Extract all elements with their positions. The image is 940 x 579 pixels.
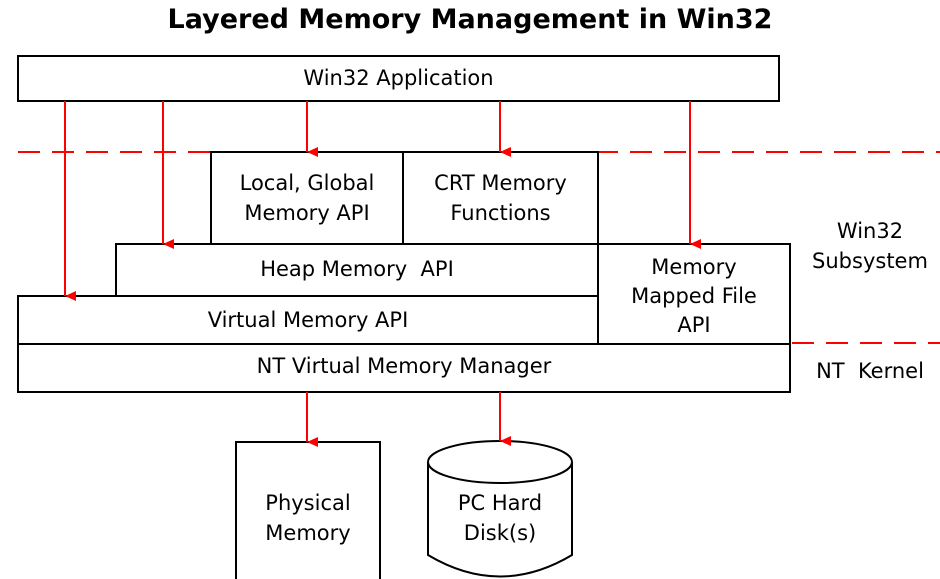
win32-subsystem-label: Win32 Subsystem — [800, 216, 940, 276]
hard-disk-label: PC Hard Disk(s) — [428, 488, 572, 548]
heap-api-label: Heap Memory API — [260, 257, 454, 281]
memory-mapped-file-line-3: API — [677, 313, 711, 337]
local-global-api-line-2: Memory API — [244, 201, 370, 225]
crt-memory-label: CRT Memory Functions — [403, 168, 598, 228]
crt-memory-line-1: CRT Memory — [434, 171, 567, 195]
hard-disk-cylinder — [427, 462, 573, 578]
local-global-api-label: Local, Global Memory API — [211, 168, 403, 228]
nt-vmm-box — [17, 343, 791, 393]
hard-disk-line-2: Disk(s) — [463, 521, 537, 545]
diagram-title: Layered Memory Management in Win32 — [167, 4, 773, 35]
crt-memory-line-2: Functions — [450, 201, 551, 225]
win32-subsystem-line-1: Win32 — [836, 219, 904, 243]
physical-memory-line-1: Physical — [265, 491, 351, 515]
nt-kernel-label: NT Kernel — [816, 359, 924, 383]
physical-memory-line-2: Memory — [265, 521, 351, 545]
physical-memory-label: Physical Memory — [236, 488, 380, 548]
win32-application-box — [17, 55, 780, 102]
memory-mapped-file-line-1: Memory — [651, 255, 737, 279]
hard-disk-line-1: PC Hard — [457, 491, 543, 515]
win32-application-label: Win32 Application — [303, 66, 494, 90]
virtual-memory-api-label: Virtual Memory API — [207, 308, 409, 332]
local-global-api-line-1: Local, Global — [239, 171, 375, 195]
memory-mapped-file-label: Memory Mapped File API — [598, 253, 790, 340]
hard-disk-top — [427, 440, 573, 484]
win32-subsystem-line-2: Subsystem — [812, 249, 928, 273]
nt-vmm-label: NT Virtual Memory Manager — [256, 354, 552, 378]
memory-mapped-file-line-2: Mapped File — [631, 284, 757, 308]
